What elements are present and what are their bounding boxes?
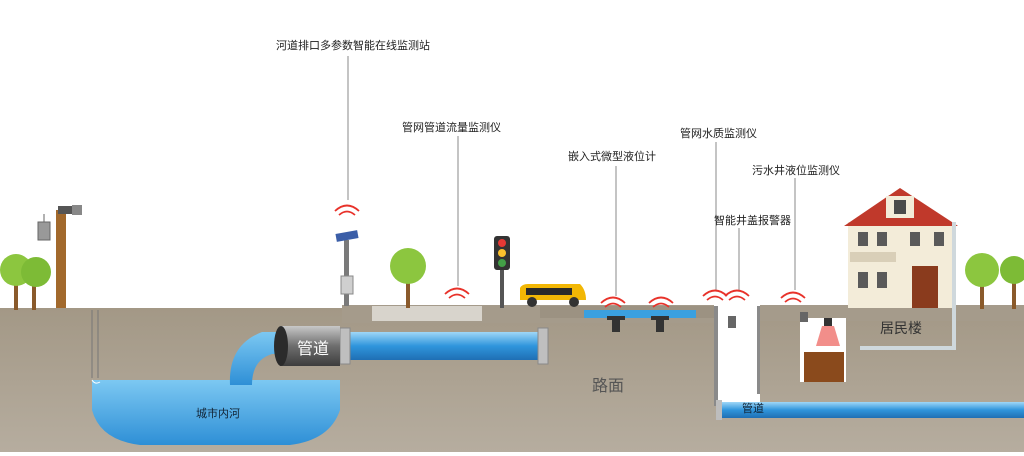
- monitoring-pole: [37, 205, 99, 378]
- label-pipe-water-quality-monitor: 管网水质监测仪: [680, 127, 757, 140]
- bus-icon: [520, 284, 586, 307]
- city-river: [91, 379, 340, 445]
- wireless-signal-icon: [334, 204, 806, 308]
- embedded-gauge-pool: [584, 310, 696, 332]
- sewage-well: [800, 312, 846, 382]
- label-road-surface: 路面: [592, 376, 625, 395]
- label-embedded-level-gauge: 嵌入式微型液位计: [568, 150, 656, 163]
- traffic-light-icon: [494, 236, 510, 308]
- label-pipe-left: 管道: [297, 339, 330, 358]
- sewer-shaft: [714, 306, 1024, 420]
- tree-icon: [0, 248, 1024, 310]
- label-residential-building: 居民楼: [880, 321, 922, 337]
- solar-panel-icon: [335, 230, 359, 306]
- house-icon: [844, 188, 958, 350]
- label-river-outfall-station: 河道排口多参数智能在线监测站: [276, 39, 430, 52]
- label-city-river: 城市内河: [196, 407, 240, 420]
- label-manhole-cover-alarm: 智能井盖报警器: [714, 214, 791, 227]
- label-pipe-flow-monitor: 管网管道流量监测仪: [402, 121, 501, 134]
- leader-lines: [347, 56, 796, 296]
- main-pipe: [274, 326, 549, 366]
- label-sewage-well-level-monitor: 污水井液位监测仪: [752, 164, 840, 177]
- label-pipe-right: 管道: [742, 402, 764, 415]
